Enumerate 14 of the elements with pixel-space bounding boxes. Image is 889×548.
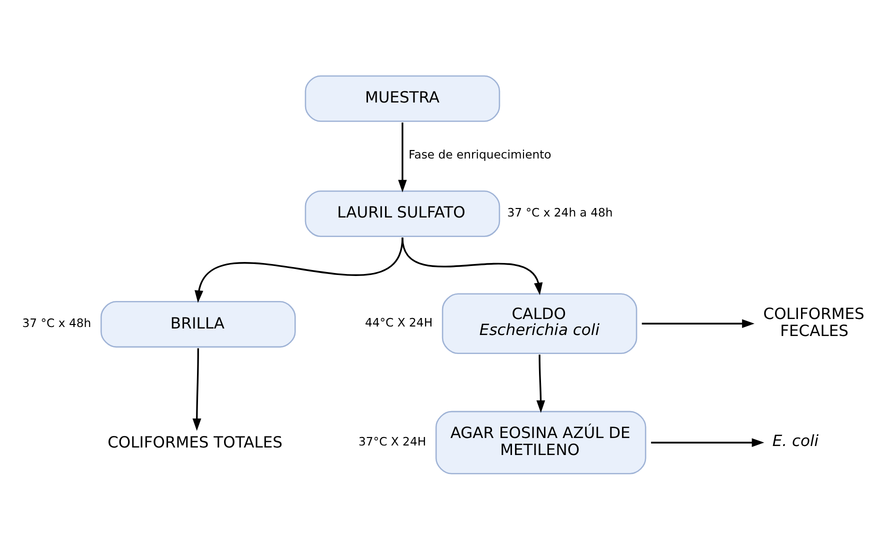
edge-label: Fase de enriquecimiento [408,146,552,161]
arrow [651,438,764,446]
arrow [398,122,407,192]
arrow [192,348,202,430]
node-text: COLIFORMES TOTALES [108,432,282,451]
node-label: 37°C X 24H [358,434,426,448]
node-text: E. coli [772,431,819,450]
arrow [402,237,543,295]
arrow [536,354,546,412]
node-label: 37 °C x 48h [22,316,92,330]
arrow [642,318,754,328]
node-label: 37 °C x 24h a 48h [507,205,613,220]
node-text: COLIFORMES FECALES [763,304,864,340]
node-label: 44°C X 24H [364,314,433,329]
